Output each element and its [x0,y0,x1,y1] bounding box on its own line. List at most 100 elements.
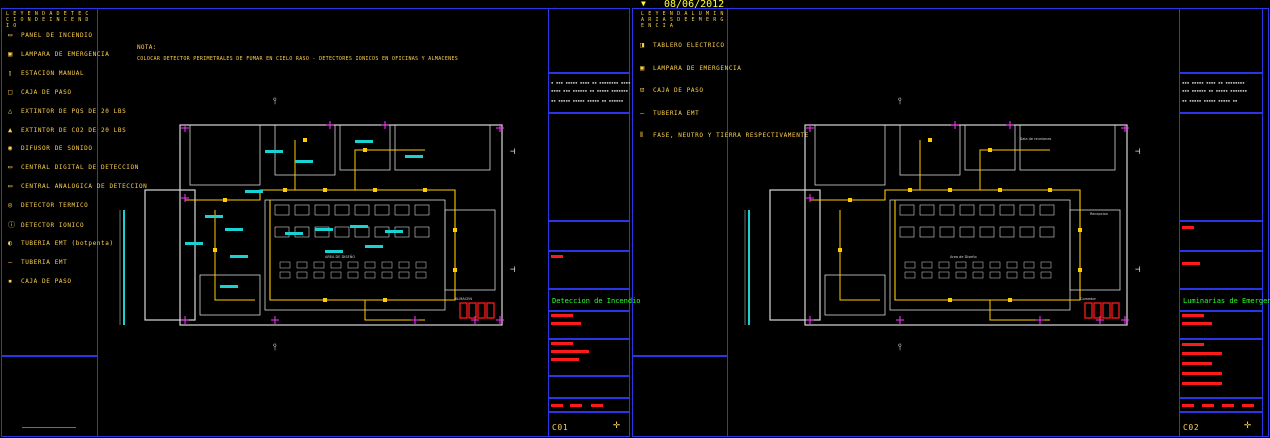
right-workstation [899,226,915,238]
right-conduit-loop [810,189,1081,301]
left-conduit-west [214,210,255,301]
left-legend-symbol-icon: ▪ [8,276,13,285]
right-tb-cell-9 [1179,398,1263,412]
left-detector-marker [265,150,283,153]
left-detector-marker [385,230,403,233]
right-tb-cell-4 [1179,221,1263,251]
left-detector-marker [245,190,263,193]
left-detector-marker [185,242,203,245]
right-tb-cell-1 [1179,8,1263,73]
left-legend-footer [1,356,98,437]
left-detector-marker [315,228,333,231]
right-junction-box-icon [838,248,842,252]
left-legend-label: CAJA DE PASO [21,277,72,285]
right-tb-notes-3: ▪▪ ▪▪▪▪▪ ▪▪▪▪▪ ▪▪▪▪▪ ▪▪ [1182,98,1238,103]
left-legend-label: CAJA DE PASO [21,88,72,96]
left-junction-box-icon [423,188,427,192]
left-junction-box-icon [453,228,457,232]
left-detector-marker [355,140,373,143]
right-dim-marker: ⫯ [898,97,902,107]
left-desk [415,271,427,279]
left-tb-cell-9 [548,376,630,398]
right-legend-label: CAJA DE PASO [653,87,704,94]
right-sheet-title: Luminarias de Emergencia [1183,297,1270,305]
right-legend-symbol-icon: ⫴ [640,131,644,139]
left-tb-red-3 [551,322,581,325]
left-desk [296,271,308,279]
right-legend-item: ⫴FASE, NEUTRO Y TIERRA RESPECTIVAMENTE [640,131,809,140]
left-tb-cell-8 [548,339,630,376]
left-legend-item: ▭PANEL DE INCENDIO [8,31,93,39]
left-detector-marker [325,250,343,253]
right-legend-footer [632,356,728,437]
left-junction-box-icon [213,248,217,252]
right-tb-red-10 [1182,404,1194,407]
left-tb-red-2 [551,314,573,317]
right-conduit-north [919,140,1050,191]
right-room-n3 [1019,124,1116,171]
right-junction-box-icon [998,188,1002,192]
right-workstation [899,204,915,216]
right-desk [921,261,933,269]
right-junction-box-icon [948,298,952,302]
right-legend-symbol-icon: ▣ [640,63,645,72]
right-tb-red-12 [1222,404,1234,407]
left-legend-label: DIFUSOR DE SONIDO [21,145,93,153]
left-legend-symbol-icon: ▣ [8,49,13,58]
left-legend-symbol-icon: ▭ [8,182,13,191]
left-workstation [314,204,330,216]
right-compass-icon: ✛ [1244,417,1252,431]
left-legend-symbol-icon: ◉ [8,144,13,153]
left-desk [381,261,393,269]
left-workstation [414,226,430,238]
left-tb-red-5 [551,350,589,353]
left-legend-symbol-icon: — [8,257,13,266]
left-legend-title: L E Y E N D A D E T E C C I O N D E I N … [6,11,90,29]
right-legend-item: ◨TABLERO ELECTRICO [640,41,725,49]
left-tb-red-8 [570,404,582,407]
left-tb-notes-2: ▪▪▪▪ ▪▪▪ ▪▪▪▪▪▪ ▪▪ ▪▪▪▪▪ ▪▪▪▪▪▪▪ [551,88,629,93]
left-legend-symbol-icon: ▭ [8,31,13,39]
left-legend-label: TUBERIA EMT (botpenta) [21,239,114,247]
left-legend-item: ▪ CAJA DE PASO [8,277,72,285]
right-tb-notes-2: ▪▪▪ ▪▪▪▪▪▪ ▪▪ ▪▪▪▪▪ ▪▪▪▪▪▪▪ [1182,88,1248,93]
left-legend-item: ◎DETECTOR TERMICO [8,201,88,209]
right-conduit-west [839,210,880,301]
left-legend-item: —TUBERIA EMT [8,258,67,266]
left-room-nw [189,124,261,186]
left-desk [330,261,342,269]
right-tb-cell-10 [1179,412,1263,437]
right-tb-red-7 [1182,362,1212,365]
right-dim-marker: ⊣ [1135,265,1140,275]
left-tb-red-4 [551,342,573,345]
left-desk [398,261,410,269]
right-workstation [919,226,935,238]
right-desk [1006,261,1018,269]
right-design-area [889,199,1071,311]
left-tb-notes: ▪ ▪▪▪ ▪▪▪▪▪ ▪▪▪▪ ▪▪ ▪▪▪▪▪▪▪▪ ▪▪▪▪ [551,80,631,85]
left-legend-item: □ CAJA DE PASO [8,88,72,96]
right-desk [921,271,933,279]
left-desk [347,271,359,279]
left-desk [296,261,308,269]
left-workstation [314,226,330,238]
left-sheet-title: Deteccion de Incendio [552,297,641,305]
right-desk [989,271,1001,279]
left-junction-box-icon [363,148,367,152]
left-junction-box-icon [383,298,387,302]
left-junction-box-icon [303,138,307,142]
right-room-nw [814,124,886,186]
left-legend-label: EXTINTOR DE PQS DE 20 LBS [21,107,127,115]
right-legend-item: ⊡CAJA DE PASO [640,86,704,94]
left-junction-box-icon [283,188,287,192]
right-workstation [979,204,995,216]
right-desk [938,261,950,269]
left-tb-cell-11 [548,412,630,437]
left-legend-symbol-icon: □ [8,87,13,96]
right-room-sw [824,274,886,316]
right-desk [904,271,916,279]
left-west-wing-wall [144,189,196,321]
